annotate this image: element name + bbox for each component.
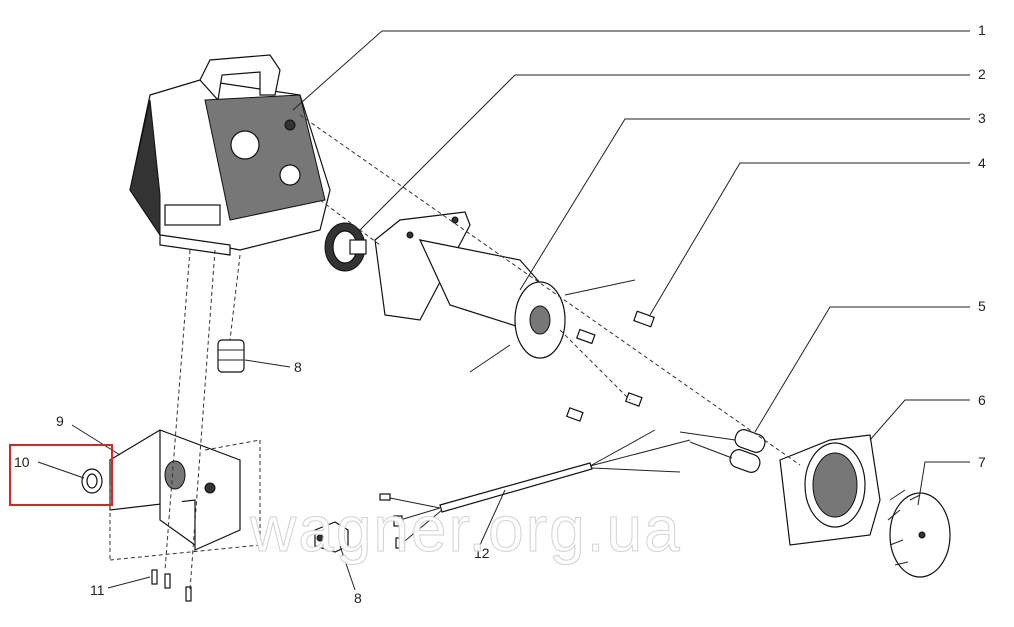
- callout-11: 11: [90, 582, 105, 598]
- callout-5: 5: [978, 298, 986, 314]
- part-12-wiring-harness: [379, 429, 691, 549]
- callout-1: 1: [978, 22, 986, 38]
- part-10-nut: [81, 468, 103, 494]
- part-3-motor: [374, 211, 636, 373]
- part-4-screws: [565, 310, 655, 422]
- callout-2: 2: [978, 66, 986, 82]
- callout-10: 10: [14, 454, 30, 470]
- part-5-capacitors: [679, 429, 766, 473]
- part-8-cable-gland-bottom: [314, 521, 349, 553]
- assembly-lines: [109, 114, 801, 591]
- callout-leaders: [37, 30, 970, 591]
- part-2-gear: [324, 222, 367, 272]
- part-8-cable-gland-top: [217, 339, 245, 373]
- part-1-gear-housing: [129, 54, 331, 256]
- part-6-fan-housing: [779, 434, 881, 546]
- part-9-bracket: [109, 429, 241, 551]
- callout-3: 3: [978, 110, 986, 126]
- part-11-screws: [151, 569, 192, 602]
- callout-9: 9: [56, 413, 64, 429]
- callout-4: 4: [978, 155, 986, 171]
- part-10-highlight-box: [9, 444, 113, 506]
- watermark: wagner.org.ua: [250, 493, 682, 566]
- callout-6: 6: [978, 392, 986, 408]
- callout-8-top: 8: [294, 359, 302, 375]
- callout-7: 7: [978, 454, 986, 470]
- callout-8-bottom: 8: [354, 590, 362, 606]
- part-7-fan: [887, 489, 951, 578]
- callout-12: 12: [474, 545, 490, 561]
